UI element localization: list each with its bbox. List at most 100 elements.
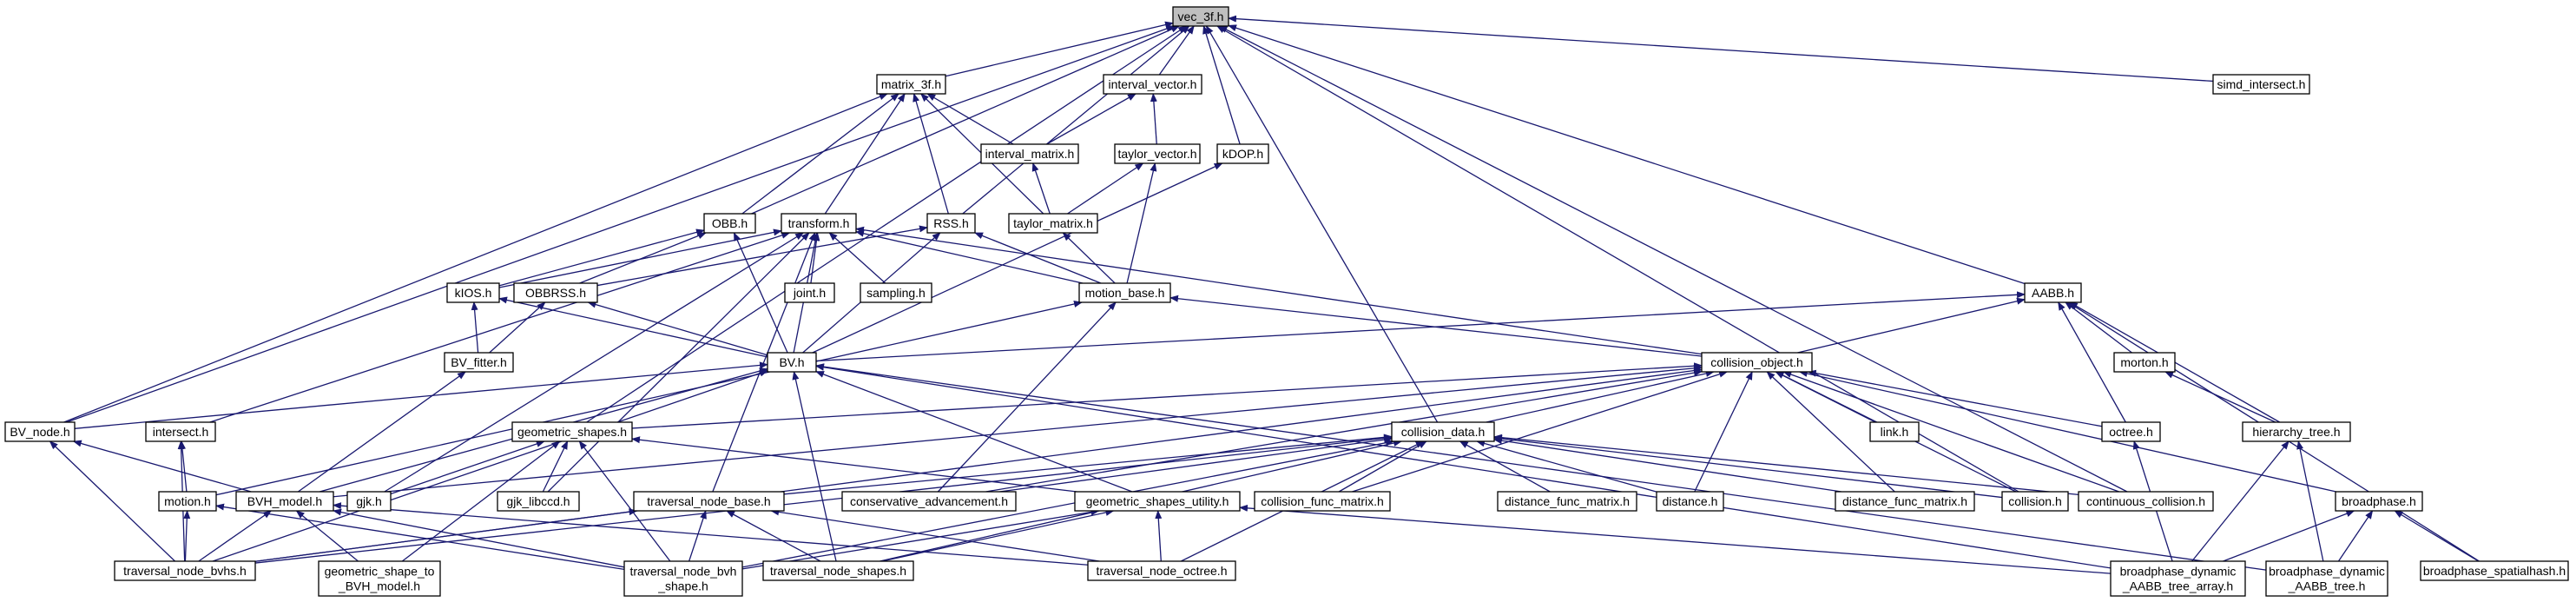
edge-joint-to-transform xyxy=(810,232,820,284)
edge-broadphase_dynamic_aabb_tree_array-to-hierarchy_tree xyxy=(2191,440,2289,562)
node-link[interactable]: link.h xyxy=(1869,421,1920,442)
node-intersect[interactable]: intersect.h xyxy=(145,421,216,442)
edge-broadphase_dynamic_aabb_tree-to-bv xyxy=(815,363,2267,571)
edge-motion_base-to-taylor_vector xyxy=(1126,162,1157,284)
node-vec-3f[interactable]: vec_3f.h xyxy=(1172,6,1229,27)
edge-broadphase_dynamic_aabb_tree-to-broadphase xyxy=(2337,510,2374,562)
edge-bv-to-aabb xyxy=(815,291,2026,362)
node-octree[interactable]: octree.h xyxy=(2101,421,2161,442)
node-geometric-shape-to-bvh-model[interactable]: geometric_shape_to_BVH_model.h xyxy=(318,560,441,597)
node-label: kIOS.h xyxy=(455,286,492,300)
node-broadphase-dynamic-aabb-tree[interactable]: broadphase_dynamic_AABB_tree.h xyxy=(2265,560,2388,597)
edge-broadphase_dynamic_aabb_tree_array-to-geometric_shapes_utility xyxy=(1239,504,2112,574)
node-motion[interactable]: motion.h xyxy=(158,491,217,512)
node-label: geometric_shapes.h xyxy=(517,425,627,439)
node-box xyxy=(1254,491,1391,512)
node-label: traversal_node_bvh xyxy=(630,565,737,579)
node-label: taylor_vector.h xyxy=(1117,147,1196,161)
node-distance[interactable]: distance.h xyxy=(1656,491,1724,512)
node-motion-base[interactable]: motion_base.h xyxy=(1078,282,1171,303)
edge-traversal_node_shapes-to-geometric_shapes_utility xyxy=(881,509,1115,562)
edge-collision_data-to-vec_3f xyxy=(1205,25,1439,423)
edge-traversal_node_bvh_shape-to-traversal_node_base xyxy=(688,510,707,562)
node-label: _AABB_tree.h xyxy=(2288,579,2366,593)
node-joint[interactable]: joint.h xyxy=(784,282,835,303)
edge-simd_intersect-to-vec_3f xyxy=(1228,15,2214,83)
node-broadphase-spatialhash[interactable]: broadphase_spatialhash.h xyxy=(2420,560,2569,581)
node-broadphase[interactable]: broadphase.h xyxy=(2335,491,2423,512)
node-kios[interactable]: kIOS.h xyxy=(446,282,500,303)
edge-bv_node-to-matrix_3f xyxy=(63,93,888,423)
node-bvh-model[interactable]: BVH_model.h xyxy=(235,491,334,512)
node-label: conservative_advancement.h xyxy=(850,494,1008,508)
node-distance-func-matrix-2[interactable]: distance_func_matrix.h xyxy=(1835,491,1975,512)
node-label: traversal_node_shapes.h xyxy=(770,564,906,578)
node-label: interval_matrix.h xyxy=(985,147,1075,161)
node-box xyxy=(1103,74,1202,95)
node-label: continuous_collision.h xyxy=(2086,494,2205,508)
node-collision-data[interactable]: collision_data.h xyxy=(1391,421,1495,442)
node-interval-matrix[interactable]: interval_matrix.h xyxy=(980,143,1079,164)
node-box xyxy=(2420,560,2569,581)
node-collision-func-matrix[interactable]: collision_func_matrix.h xyxy=(1254,491,1391,512)
node-bv-fitter[interactable]: BV_fitter.h xyxy=(444,352,514,373)
node-collision-object[interactable]: collision_object.h xyxy=(1701,352,1813,373)
node-hierarchy-tree[interactable]: hierarchy_tree.h xyxy=(2242,421,2351,442)
edge-rss-to-vec_3f xyxy=(962,25,1190,215)
node-box xyxy=(511,421,633,442)
node-traversal-node-bvh-shape[interactable]: traversal_node_bvh_shape.h xyxy=(623,560,743,597)
node-matrix-3f[interactable]: matrix_3f.h xyxy=(876,74,946,95)
node-taylor-vector[interactable]: taylor_vector.h xyxy=(1114,143,1201,164)
node-label: collision.h xyxy=(2008,494,2061,508)
edge-bv_fitter-to-obbrss xyxy=(489,301,546,354)
edge-bv-to-kdop xyxy=(812,162,1223,354)
edge-motion-to-motion_base xyxy=(215,301,1083,496)
node-bv-node[interactable]: BV_node.h xyxy=(4,421,76,442)
edge-geometric_shape_to_bvh_model-to-bvh_model xyxy=(295,510,359,562)
node-geometric-shapes[interactable]: geometric_shapes.h xyxy=(511,421,633,442)
node-morton[interactable]: morton.h xyxy=(2113,352,2176,373)
edge-distance_func_matrix_2-to-collision_object xyxy=(1766,371,1895,493)
node-obbrss[interactable]: OBBRSS.h xyxy=(513,282,598,303)
node-taylor-matrix[interactable]: taylor_matrix.h xyxy=(1008,213,1098,234)
node-collision[interactable]: collision.h xyxy=(2001,491,2069,512)
node-label: matrix_3f.h xyxy=(881,77,941,91)
node-traversal-node-bvhs[interactable]: traversal_node_bvhs.h xyxy=(114,560,256,581)
node-gjk[interactable]: gjk.h xyxy=(346,491,392,512)
edge-broadphase-to-collision_object xyxy=(1798,370,2336,493)
edge-geometric_shapes_utility-to-geometric_shapes xyxy=(631,436,1077,493)
node-geometric-shapes-utility[interactable]: geometric_shapes_utility.h xyxy=(1074,491,1241,512)
node-box xyxy=(1078,282,1171,303)
node-kdop[interactable]: kDOP.h xyxy=(1216,143,1269,164)
node-traversal-node-octree[interactable]: traversal_node_octree.h xyxy=(1087,560,1236,581)
node-distance-func-matrix-1[interactable]: distance_func_matrix.h xyxy=(1497,491,1637,512)
node-aabb[interactable]: AABB.h xyxy=(2024,282,2082,303)
node-interval-vector[interactable]: interval_vector.h xyxy=(1103,74,1202,95)
node-rss[interactable]: RSS.h xyxy=(926,213,976,234)
node-conservative-advancement[interactable]: conservative_advancement.h xyxy=(841,491,1017,512)
node-obb[interactable]: OBB.h xyxy=(703,213,756,234)
node-label: BVH_model.h xyxy=(247,494,322,508)
edge-intersect-to-transform xyxy=(209,231,791,423)
node-label: OBB.h xyxy=(712,216,748,230)
edge-broadphase_dynamic_aabb_tree_array-to-bv xyxy=(815,363,2112,569)
node-simd-intersect[interactable]: simd_intersect.h xyxy=(2212,74,2310,95)
edge-traversal_node_bvhs-to-bv_node xyxy=(49,440,175,562)
node-box xyxy=(1835,491,1975,512)
edge-octree-to-aabb xyxy=(2058,301,2126,423)
node-transform[interactable]: transform.h xyxy=(781,213,857,234)
node-bv[interactable]: BV.h xyxy=(767,352,817,373)
node-gjk-libccd[interactable]: gjk_libccd.h xyxy=(497,491,580,512)
node-box xyxy=(2265,560,2388,597)
node-traversal-node-base[interactable]: traversal_node_base.h xyxy=(633,491,785,512)
node-box xyxy=(158,491,217,512)
edge-rss-to-matrix_3f xyxy=(912,93,949,215)
node-continuous-collision[interactable]: continuous_collision.h xyxy=(2078,491,2214,512)
edge-traversal_node_bvhs-to-motion xyxy=(183,510,191,562)
node-box xyxy=(513,282,598,303)
node-broadphase-dynamic-aabb-tree-array[interactable]: broadphase_dynamic_AABB_tree_array.h xyxy=(2110,560,2246,597)
node-traversal-node-shapes[interactable]: traversal_node_shapes.h xyxy=(762,560,914,581)
node-box xyxy=(876,74,946,95)
node-box xyxy=(346,491,392,512)
node-sampling[interactable]: sampling.h xyxy=(860,282,932,303)
